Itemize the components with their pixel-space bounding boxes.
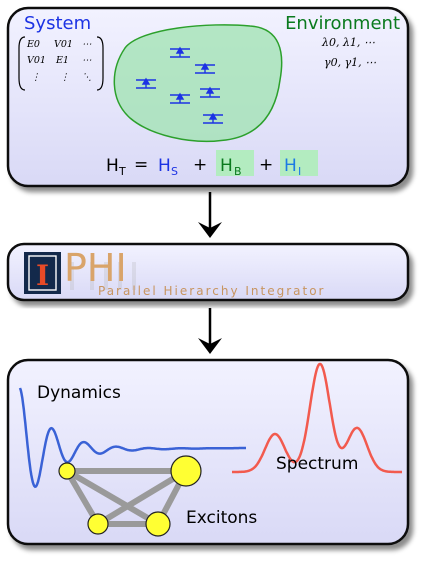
arrow-down-icon bbox=[198, 308, 222, 354]
environment-parameters: λ0, λ1, ⋯ γ0, γ1, ⋯ bbox=[321, 36, 376, 69]
matrix-cell: E1 bbox=[55, 55, 69, 66]
exciton-node bbox=[58, 462, 76, 480]
arrow-down-icon bbox=[198, 192, 222, 238]
equals-sign: = bbox=[134, 155, 148, 175]
illinois-logo-icon: I bbox=[24, 252, 61, 294]
excitons-label: Excitons bbox=[186, 508, 257, 528]
spectrum-label: Spectrum bbox=[276, 454, 358, 474]
gamma-params: γ0, γ1, ⋯ bbox=[324, 56, 376, 69]
logo-letter: I bbox=[36, 259, 49, 292]
phi-subtitle: Parallel Hierarchy Integrator bbox=[98, 284, 325, 298]
matrix-cell: ⋮ bbox=[60, 72, 70, 83]
lambda-params: λ0, λ1, ⋯ bbox=[321, 36, 375, 49]
h-total: H bbox=[106, 156, 119, 176]
results-panel: Dynamics Spectrum Excitons bbox=[6, 358, 410, 546]
h-total-sub: T bbox=[118, 165, 126, 178]
exciton-node bbox=[145, 511, 171, 537]
spectrum-curve bbox=[232, 362, 402, 474]
exciton-node bbox=[170, 455, 202, 487]
h-bath: H bbox=[220, 156, 233, 176]
system-label: System bbox=[24, 13, 91, 34]
exciton-network bbox=[58, 455, 202, 537]
phi-title: PHI bbox=[64, 246, 127, 290]
h-system: H bbox=[158, 156, 171, 176]
hamiltonian-matrix: E0 V01 ⋯ V01 E1 ⋯ ⋮ ⋮ ⋱ bbox=[18, 36, 104, 91]
h-interaction-sub: I bbox=[298, 165, 301, 178]
matrix-cell: ⋮ bbox=[31, 72, 41, 83]
phi-reflection bbox=[70, 262, 136, 290]
matrix-cell: ⋯ bbox=[82, 55, 92, 66]
exciton-node bbox=[87, 513, 109, 535]
plus-sign: + bbox=[259, 155, 273, 175]
phi-panel: I PHI Parallel Hierarchy Integrator bbox=[6, 242, 410, 302]
matrix-cell: E0 bbox=[26, 39, 40, 50]
plus-sign: + bbox=[193, 155, 207, 175]
hamiltonian-equation: H T = H S + H B + H I bbox=[106, 150, 318, 178]
environment-bath bbox=[113, 24, 283, 143]
matrix-cell: ⋯ bbox=[82, 39, 92, 50]
dynamics-label: Dynamics bbox=[37, 383, 121, 403]
matrix-cell: ⋱ bbox=[82, 72, 92, 83]
matrix-cell: V01 bbox=[27, 55, 46, 66]
h-bath-sub: B bbox=[234, 165, 242, 178]
system-environment-panel: System Environment E0 V01 ⋯ V01 E1 ⋯ ⋮ ⋮… bbox=[6, 6, 410, 188]
h-system-sub: S bbox=[171, 165, 178, 178]
environment-label: Environment bbox=[285, 13, 400, 34]
matrix-cell: V01 bbox=[54, 39, 73, 50]
energy-level-icons bbox=[136, 46, 223, 124]
h-interaction: H bbox=[284, 156, 297, 176]
dynamics-curve bbox=[18, 387, 246, 489]
